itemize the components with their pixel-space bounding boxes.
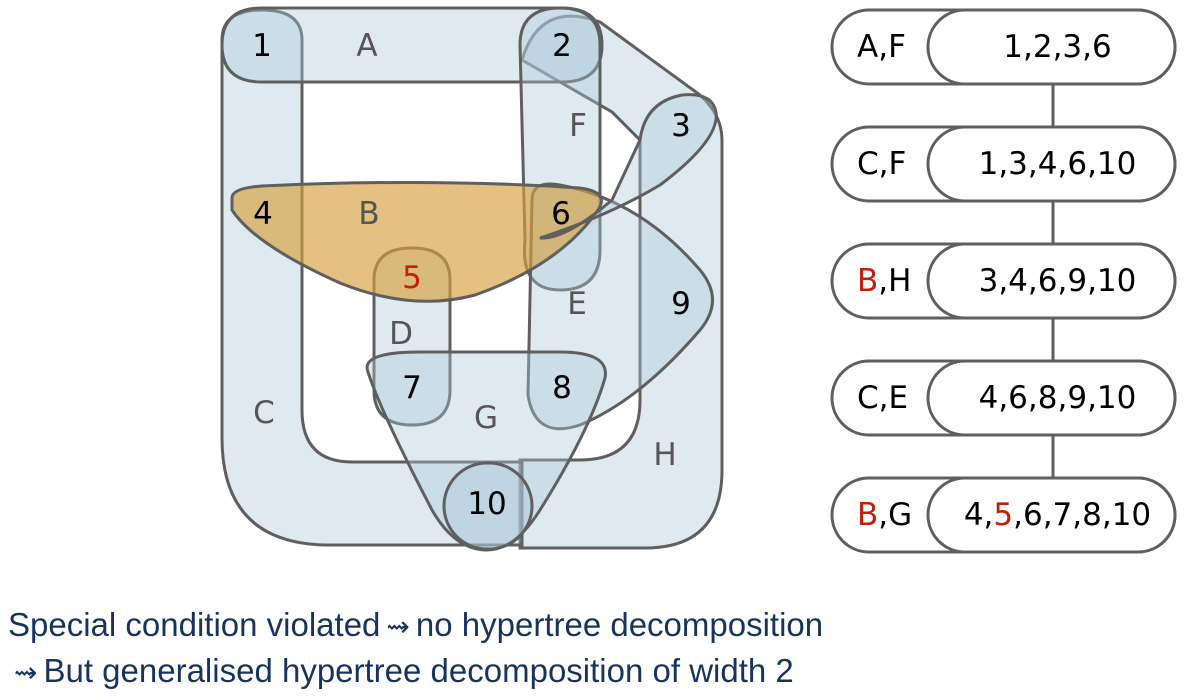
hyperedge-G [365, 350, 607, 552]
tree-node-bag [926, 242, 1177, 320]
tree-node-lambda: C,F [857, 146, 906, 182]
caption-result-text: no hypertree decomposition [415, 606, 824, 643]
edge-label-C: C [253, 395, 275, 431]
tree-node-bag [926, 125, 1177, 203]
vertex-5: 5 [402, 260, 422, 296]
chi-part: ,6,7,8,10 [1013, 497, 1151, 533]
vertex-6: 6 [551, 196, 571, 232]
tree-node-chi: 3,4,6,9,10 [979, 263, 1137, 299]
tree-node-chi: 4,5,6,7,8,10 [964, 497, 1151, 533]
lambda-part: E [889, 380, 909, 416]
tree-node-lambda: C,E [857, 380, 908, 416]
lambda-part: B [857, 263, 878, 299]
tree-node: B,G 4,5,6,7,8,10 [830, 476, 1177, 554]
vertex-1: 1 [252, 28, 272, 64]
tree-node-chi: 1,3,4,6,10 [979, 146, 1137, 182]
vertex-3: 3 [671, 108, 691, 144]
lambda-part: F [889, 146, 907, 182]
vertex-7: 7 [402, 370, 422, 406]
edge-label-B: B [358, 196, 379, 232]
leads-to-arrow-icon: ⇝ [386, 610, 410, 643]
lambda-part: C [857, 380, 879, 416]
vertex-10: 10 [467, 486, 506, 522]
lambda-part: A [857, 29, 878, 65]
tree-node-chi: 4,6,8,9,10 [979, 380, 1137, 416]
leads-to-arrow-icon: ⇝ [14, 656, 38, 689]
edge-label-H: H [653, 437, 676, 473]
lambda-part: C [857, 146, 879, 182]
lambda-part: , [879, 146, 889, 182]
lambda-part: B [857, 497, 878, 533]
lambda-part: G [888, 497, 912, 533]
tree-node: A,F 1,2,3,6 [830, 8, 1177, 86]
lambda-part: , [878, 497, 888, 533]
tree-node: C,F 1,3,4,6,10 [830, 125, 1177, 203]
tree-node-bag [926, 476, 1177, 554]
edge-label-F: F [569, 108, 587, 144]
chi-part: 4,6,8,9,10 [979, 380, 1137, 416]
edge-label-D: D [389, 316, 413, 352]
caption-line-2: ⇝But generalised hypertree decomposition… [8, 652, 794, 690]
caption-conclusion-text: But generalised hypertree decomposition … [43, 652, 794, 689]
chi-part: 3,4,6,9,10 [979, 263, 1137, 299]
tree-node-lambda: A,F [857, 29, 906, 65]
caption-condition-text: Special condition violated [8, 606, 381, 643]
vertex-4: 4 [253, 196, 273, 232]
tree-node-chi: 1,2,3,6 [1003, 29, 1111, 65]
tree-node: C,E 4,6,8,9,10 [830, 359, 1177, 437]
edge-label-A: A [356, 28, 377, 64]
chi-part: 1,3,4,6,10 [979, 146, 1137, 182]
edge-label-G: G [474, 400, 498, 436]
tree-node-bag [926, 359, 1177, 437]
lambda-part: F [888, 29, 906, 65]
edge-label-E: E [567, 286, 587, 322]
hyperedge-C [220, 8, 524, 547]
tree-node-lambda: B,G [857, 497, 912, 533]
tree-node: B,H 3,4,6,9,10 [830, 242, 1177, 320]
vertex-2: 2 [552, 28, 572, 64]
lambda-part: , [878, 29, 888, 65]
chi-part: 5 [993, 497, 1013, 533]
tree-node-lambda: B,H [857, 263, 911, 299]
lambda-part: H [888, 263, 911, 299]
chi-part: 4, [964, 497, 994, 533]
vertex-9: 9 [671, 286, 691, 322]
lambda-part: , [878, 263, 888, 299]
lambda-part: , [879, 380, 889, 416]
hyperedge-E [526, 182, 714, 431]
hyperedge-H [518, 14, 724, 550]
vertex-10-blob [442, 461, 534, 551]
caption-line-1: Special condition violated⇝no hypertree … [8, 606, 823, 644]
tree-node-bag [926, 8, 1177, 86]
vertex-3-lobe [539, 93, 718, 240]
vertex-8: 8 [552, 370, 572, 406]
chi-part: 1,2,3,6 [1003, 29, 1111, 65]
